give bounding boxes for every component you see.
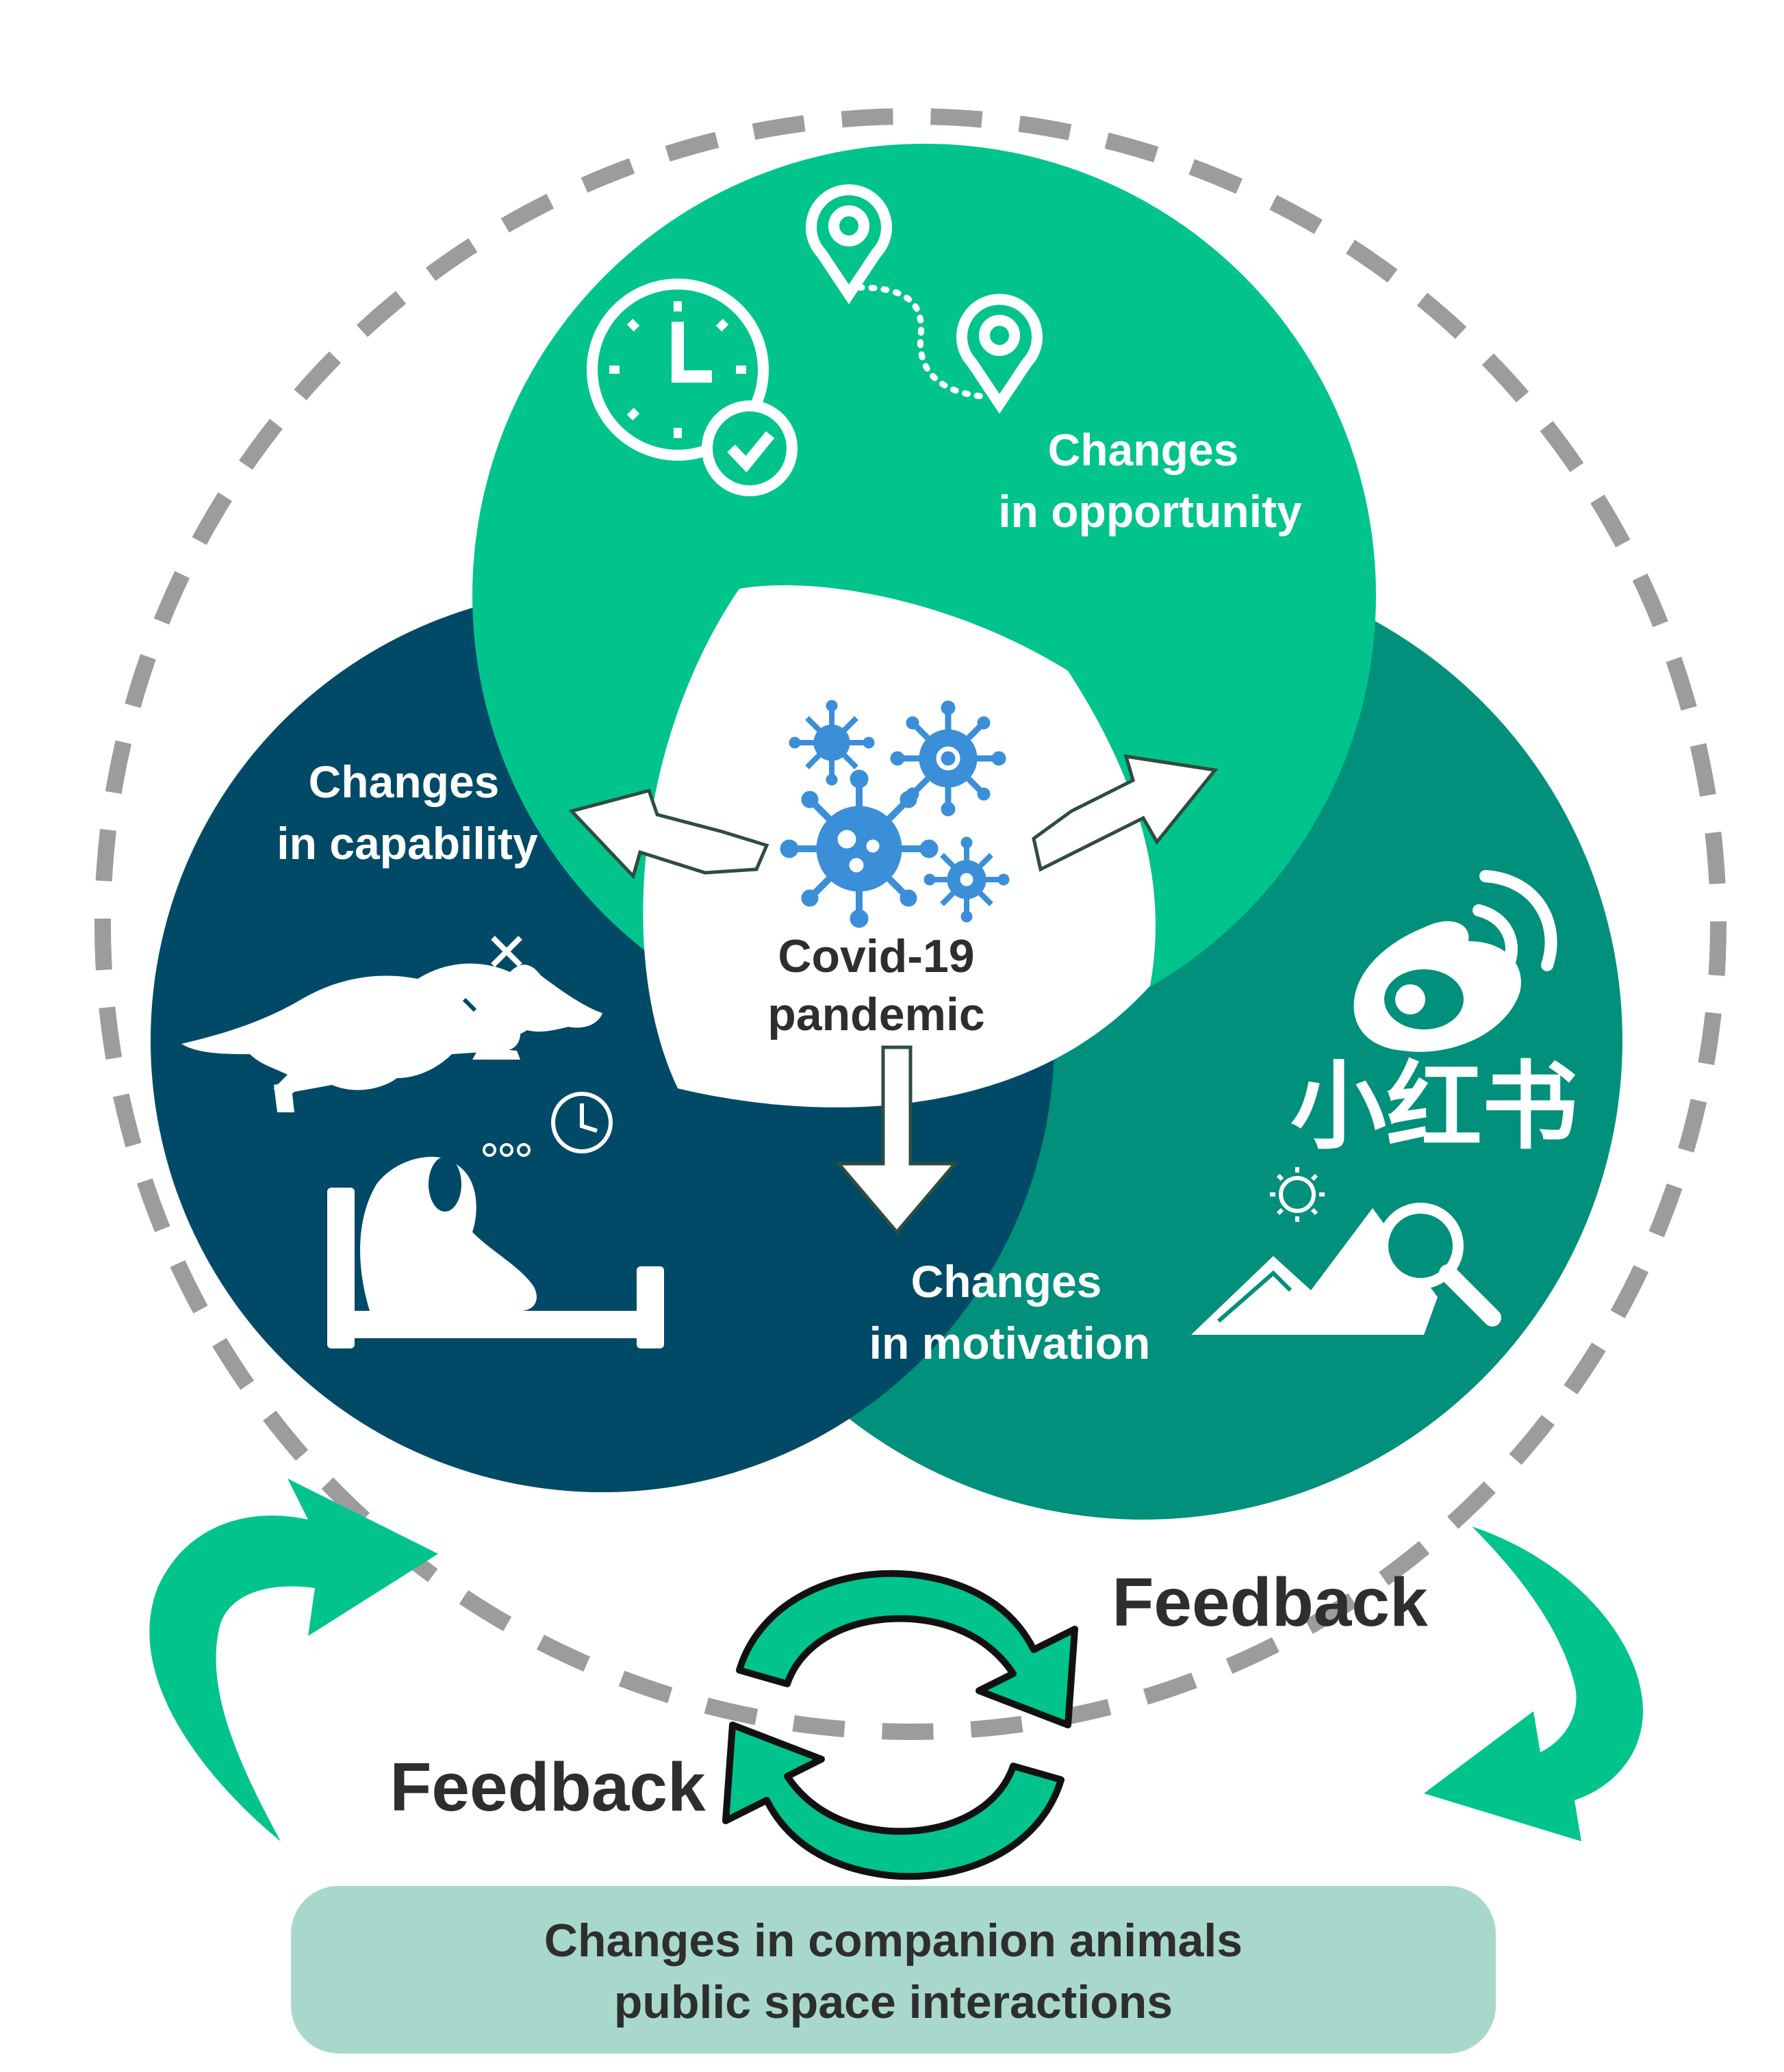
- arrow-to-opportunity: [1032, 754, 1219, 872]
- opportunity-label-line2: in opportunity: [998, 486, 1302, 537]
- arrow-to-capability: [568, 788, 769, 880]
- virus-icon: [780, 700, 1010, 928]
- dizzy-mark-icon: [462, 936, 522, 1012]
- map-pin-icon: [806, 184, 1043, 414]
- motivation-label-line2: in motivation: [869, 1318, 1151, 1368]
- outcome-box: [291, 1886, 1496, 2054]
- small-clock-icon: [551, 1092, 613, 1153]
- xiaohongshu-logo: 小红书: [1290, 1053, 1578, 1160]
- tired-dog-icon: [181, 963, 602, 1112]
- arrow-to-motivation: [834, 1045, 959, 1235]
- opportunity-label-line1: Changes: [1048, 424, 1239, 475]
- outcome-label-line1: Changes in companion animals: [544, 1915, 1243, 1967]
- feedback-label-right: Feedback: [1112, 1564, 1428, 1641]
- thought-dots-icon: [483, 1143, 531, 1157]
- motivation-label-line1: Changes: [911, 1256, 1102, 1307]
- left-feedback-arrow: [149, 1479, 439, 1841]
- outcome-label-line2: public space interactions: [614, 1976, 1173, 2028]
- center-label-line1: Covid-19: [778, 930, 974, 982]
- mountain-search-icon: [1191, 1203, 1501, 1335]
- weibo-logo-icon: [1353, 870, 1557, 1052]
- feedback-cycle-icon: [722, 1570, 1078, 1880]
- route-dotted-line: [856, 284, 993, 400]
- outer-dashed-ring: [94, 108, 1726, 1740]
- capability-label-line1: Changes: [309, 756, 500, 807]
- center-label-line2: pandemic: [767, 988, 984, 1040]
- feedback-label-left: Feedback: [390, 1749, 706, 1826]
- sleeping-person-bed-icon: [327, 1157, 664, 1348]
- capability-label-line2: in capability: [277, 818, 538, 869]
- right-feedback-arrow: [1424, 1526, 1643, 1841]
- sun-icon: [1270, 1167, 1325, 1222]
- clock-check-icon: [587, 279, 798, 496]
